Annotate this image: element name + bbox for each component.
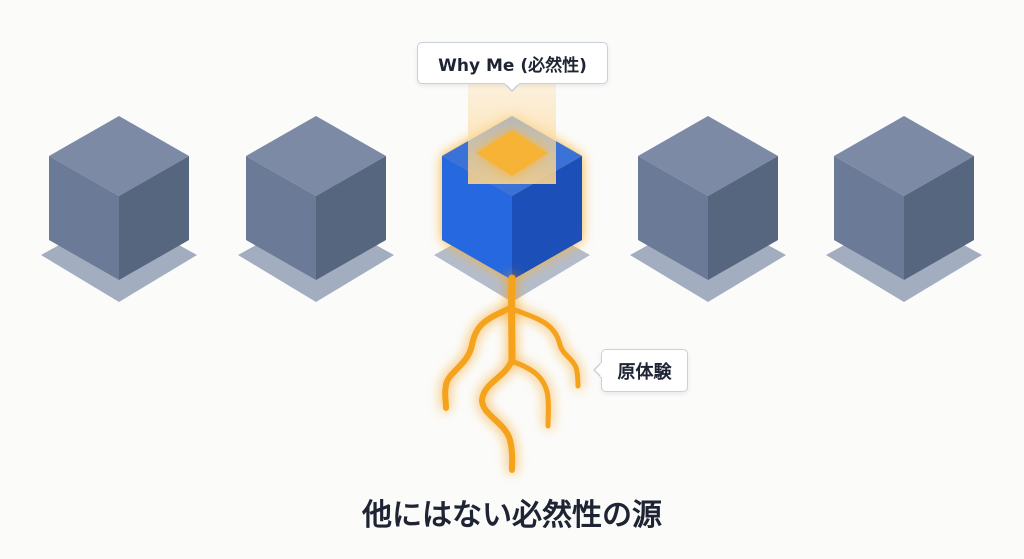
gray-cube: [238, 116, 394, 302]
why-me-label: Why Me (必然性): [438, 55, 587, 76]
callout-pointer: [593, 362, 602, 378]
cube-right-face: [708, 156, 778, 280]
cube-left-face: [49, 156, 119, 280]
gray-cube: [630, 116, 786, 302]
root-left-mid: [479, 357, 516, 473]
cube-left-face: [638, 156, 708, 280]
root-left: [442, 305, 513, 411]
glowing-top-diamond: [476, 130, 548, 176]
cube-left-face: [442, 156, 512, 280]
diagram-title: 他にはない必然性の源: [362, 498, 662, 533]
cube-right-face: [119, 156, 189, 280]
root-right-mid: [511, 359, 551, 429]
origin-experience-callout: 原体験: [593, 349, 688, 392]
gray-cube: [826, 116, 982, 302]
cube-right-face: [904, 156, 974, 280]
gray-cube: [41, 116, 197, 302]
callout-pointer: [504, 83, 520, 92]
root-right: [512, 307, 581, 389]
cube-right-face: [316, 156, 386, 280]
origin-experience-label: 原体験: [617, 361, 672, 383]
why-me-callout: Why Me (必然性): [417, 42, 608, 92]
cube-right-face: [512, 156, 582, 280]
cube-left-face: [246, 156, 316, 280]
roots: [442, 274, 581, 473]
cube-left-face: [834, 156, 904, 280]
